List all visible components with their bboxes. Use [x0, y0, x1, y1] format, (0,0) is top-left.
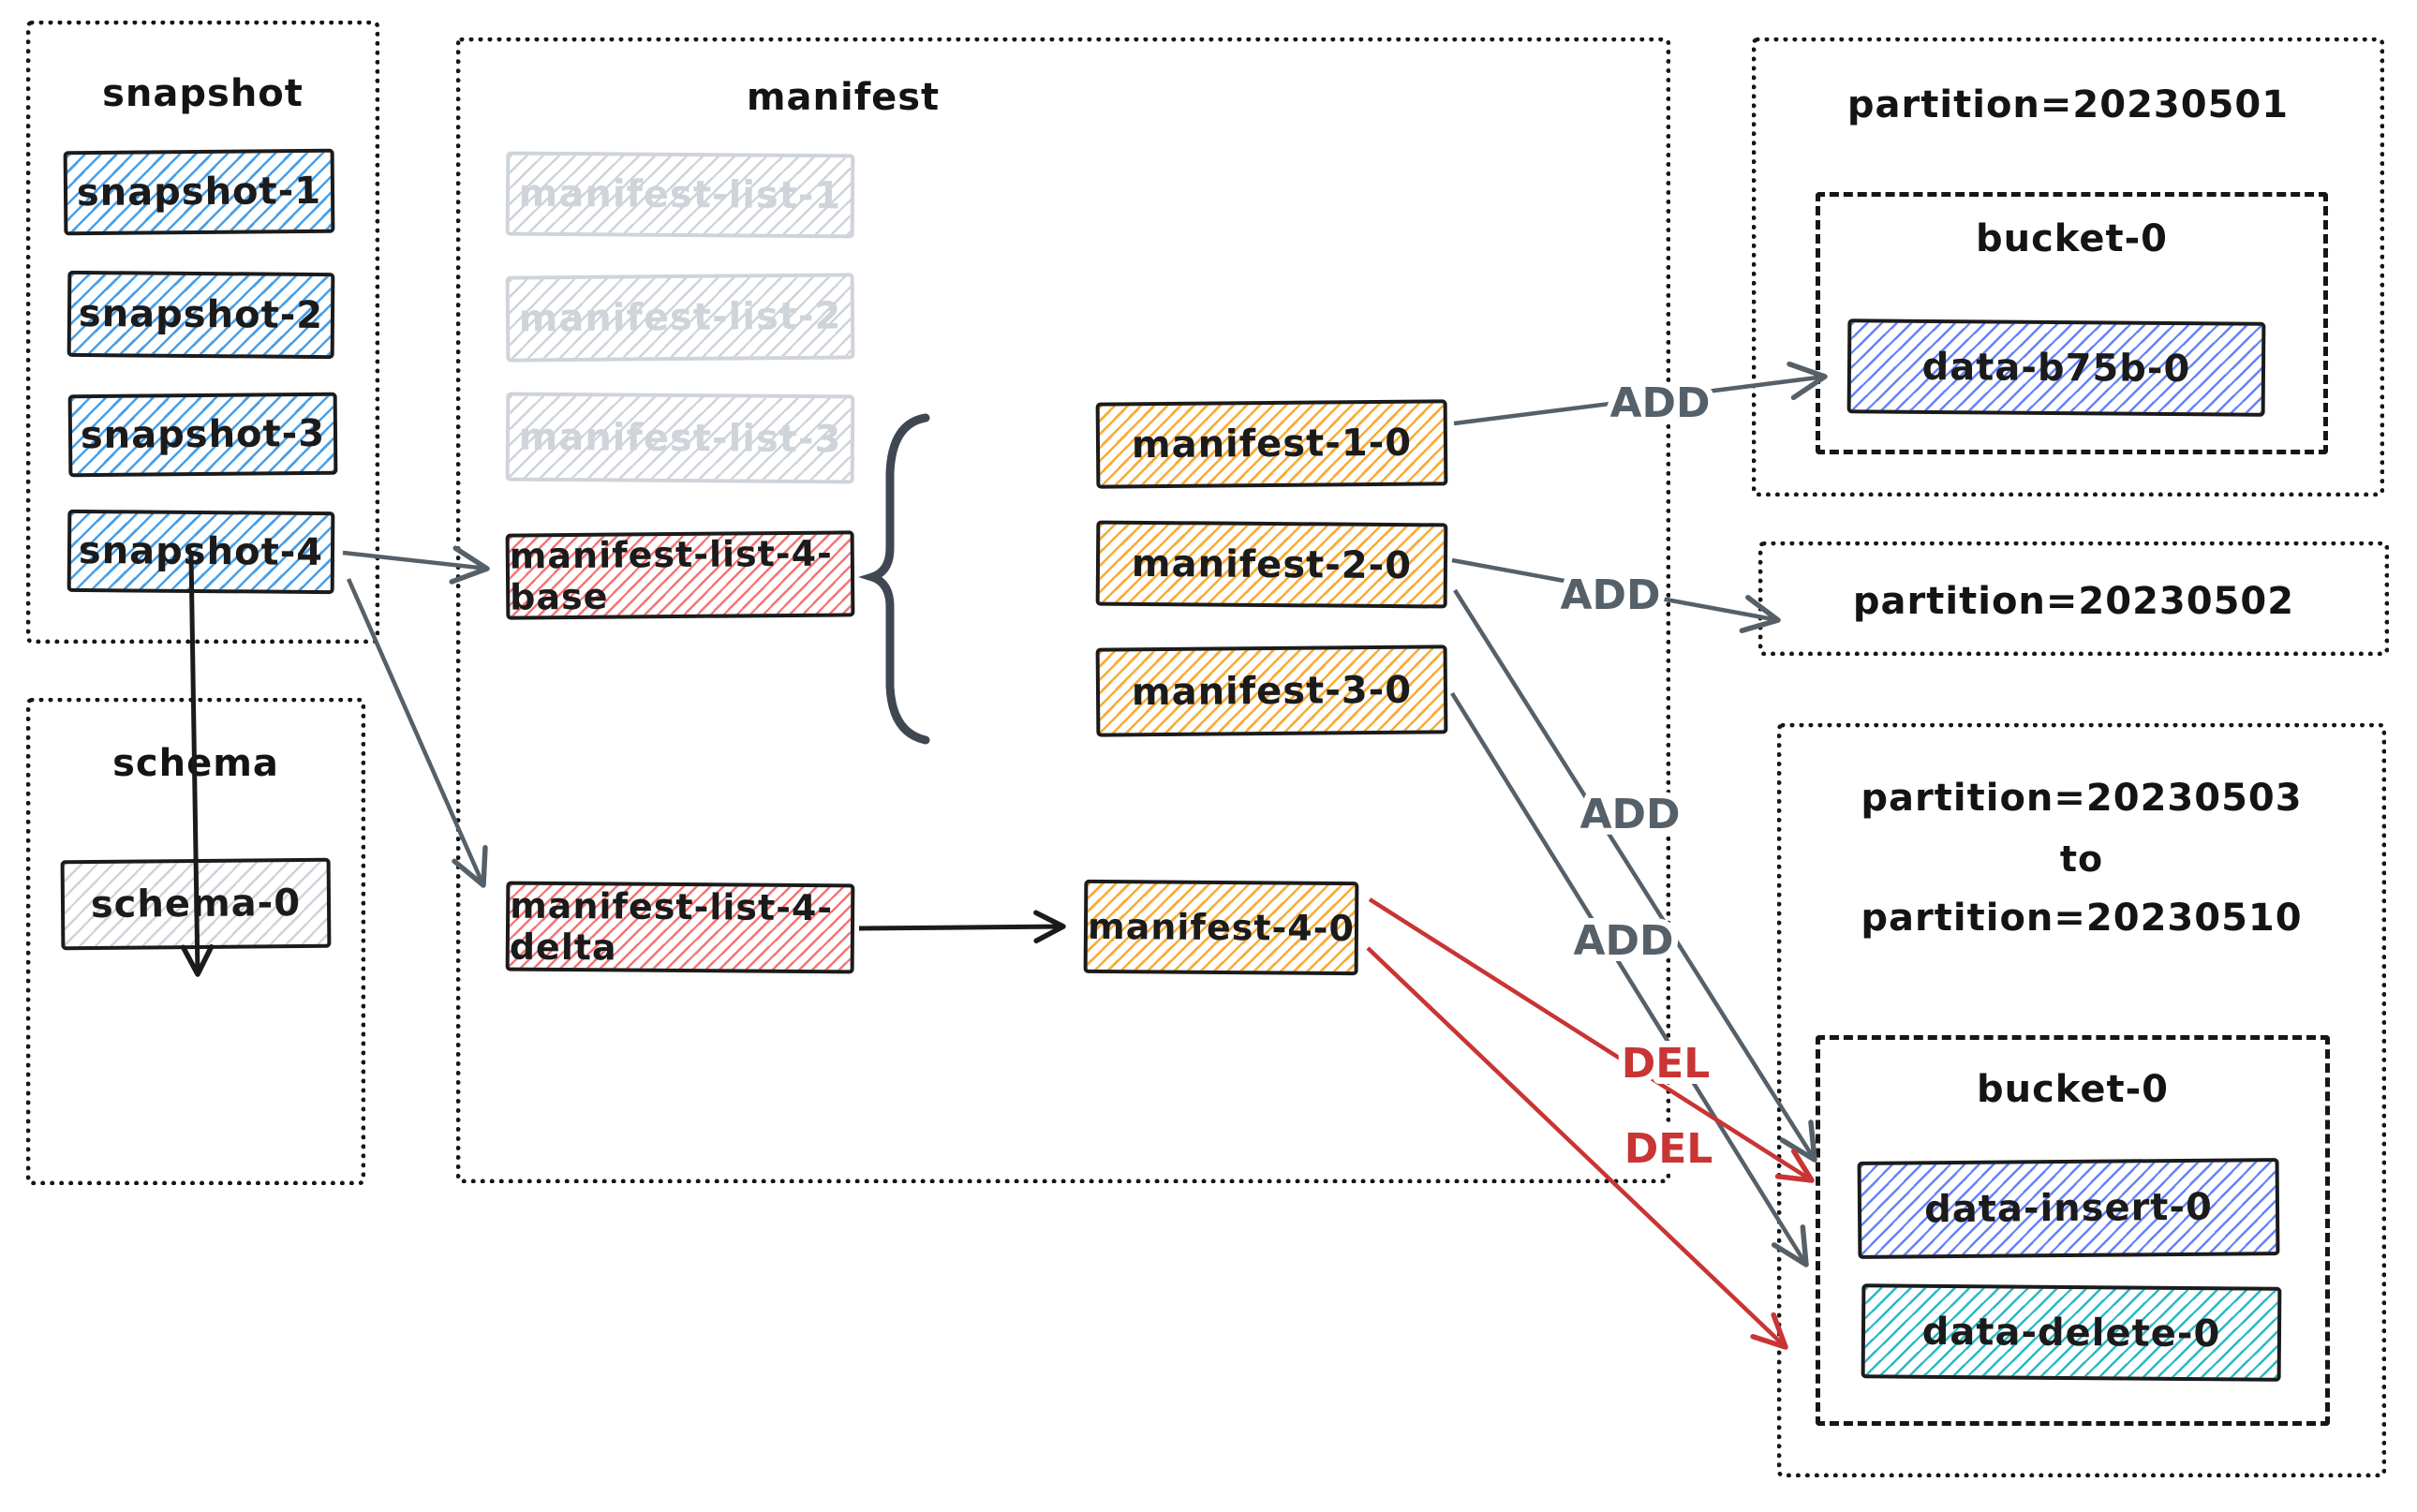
manifest-list-3-label: manifest-list-3 [518, 415, 842, 461]
manifest-list-4-base-label: manifest-list-4-base [509, 532, 833, 618]
manifest-3-0-label: manifest-3-0 [1131, 668, 1413, 714]
manifest-4-0-label: manifest-4-0 [1087, 905, 1356, 950]
manifest-4-0-node: manifest-4-0 [1083, 879, 1359, 976]
manifest-list-1-label: manifest-list-1 [518, 171, 842, 218]
bucket-0-bottom: bucket-0 data-insert-0 data-delete-0 [1816, 1035, 2330, 1426]
partition-20230503-title-line2: to [2059, 838, 2104, 880]
manifest-list-3-node: manifest-list-3 [505, 392, 855, 484]
snapshot-3-node: snapshot-3 [67, 392, 338, 478]
snapshot-1-label: snapshot-1 [76, 169, 322, 215]
snapshot-2-node: snapshot-2 [67, 270, 335, 360]
schema-group-title: schema [112, 742, 279, 785]
manifest-list-1-node: manifest-list-1 [505, 151, 855, 239]
snapshot-group-title: snapshot [102, 72, 304, 115]
manifest-list-2-label: manifest-list-2 [518, 294, 842, 341]
manifest-1-0-node: manifest-1-0 [1095, 399, 1448, 489]
data-delete-0-node: data-delete-0 [1861, 1283, 2282, 1382]
bucket-0-top-title: bucket-0 [1975, 217, 2169, 260]
partition-20230501-container: partition=20230501 bucket-0 data-b75b-0 [1752, 37, 2384, 497]
manifest-2-0-node: manifest-2-0 [1095, 520, 1448, 609]
manifest-3-0-node: manifest-3-0 [1095, 645, 1448, 737]
partition-20230502-container: partition=20230502 [1758, 541, 2389, 656]
partition-20230501-title: partition=20230501 [1846, 83, 2290, 126]
manifest-list-2-node: manifest-list-2 [505, 273, 855, 363]
manifest-group-title: manifest [746, 76, 941, 119]
data-delete-0-label: data-delete-0 [1921, 1310, 2221, 1356]
partition-20230503-0510-container: partition=20230503 to partition=20230510… [1777, 723, 2386, 1477]
manifest-list-4-delta-label: manifest-list-4-delta [509, 884, 834, 969]
data-insert-0-label: data-insert-0 [1923, 1185, 2214, 1232]
manifest-list-4-delta-node: manifest-list-4-delta [505, 881, 855, 974]
partition-20230503-title-line1: partition=20230503 [1861, 777, 2303, 820]
bucket-0-bottom-title: bucket-0 [1976, 1068, 2170, 1111]
manifest-2-0-label: manifest-2-0 [1131, 541, 1413, 587]
manifest-list-4-base-node: manifest-list-4-base [505, 530, 855, 620]
data-b75b-0-label: data-b75b-0 [1921, 345, 2191, 391]
manifest-1-0-label: manifest-1-0 [1131, 421, 1413, 467]
snapshot-group-container: snapshot [26, 21, 379, 644]
snapshot-4-label: snapshot-4 [78, 528, 324, 575]
snapshot-4-node: snapshot-4 [67, 509, 335, 595]
data-b75b-0-node: data-b75b-0 [1846, 319, 2266, 417]
bucket-0-top: bucket-0 data-b75b-0 [1816, 192, 2328, 454]
snapshot-3-label: snapshot-3 [80, 411, 326, 458]
schema-0-node: schema-0 [60, 857, 332, 951]
snapshot-2-label: snapshot-2 [78, 291, 324, 338]
schema-0-label: schema-0 [90, 882, 302, 926]
partition-20230503-title-line3: partition=20230510 [1861, 897, 2303, 940]
data-insert-0-node: data-insert-0 [1857, 1158, 2280, 1259]
snapshot-1-node: snapshot-1 [63, 148, 335, 236]
partition-20230502-title: partition=20230502 [1852, 580, 2295, 623]
